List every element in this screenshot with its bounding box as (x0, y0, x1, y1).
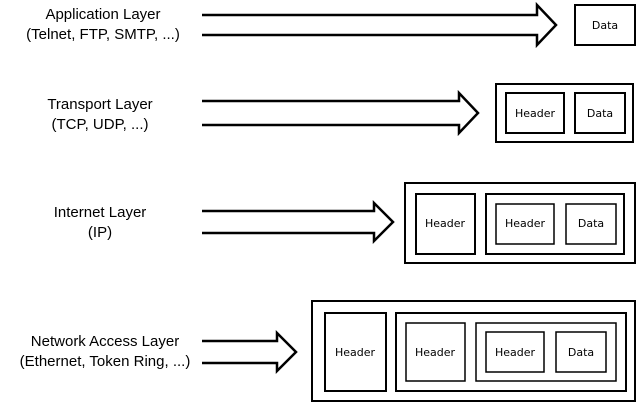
layer-network-access: Network Access Layer (Ethernet, Token Ri… (20, 300, 636, 402)
network-transport-header-box (485, 331, 545, 373)
network-ip-header-box (405, 322, 466, 382)
network-frame-outer (311, 300, 636, 402)
layer-application: Application Layer (Telnet, FTP, SMTP, ..… (26, 1, 636, 49)
arrow-transport (202, 89, 480, 137)
transport-data-label: Data (587, 107, 613, 120)
network-header-label: Header (335, 346, 376, 359)
internet-datagram-outer (404, 182, 636, 264)
internet-data-box (565, 203, 617, 245)
layer-network-access-name: Network Access Layer (31, 333, 179, 350)
layer-application-name: Application Layer (45, 6, 160, 23)
layer-application-protocols: (Telnet, FTP, SMTP, ...) (26, 26, 180, 43)
transport-header-box (505, 92, 565, 134)
application-data-box (574, 4, 636, 46)
internet-inner-header-label: Header (505, 217, 546, 230)
network-segment-box (475, 322, 617, 382)
network-ip-header-label: Header (415, 346, 456, 359)
application-data-label: Data (592, 19, 618, 32)
layer-transport-name: Transport Layer (47, 96, 152, 113)
internet-segment-box (485, 193, 625, 255)
arrow-network-access (202, 329, 298, 375)
internet-header-box (415, 193, 476, 255)
internet-data-label: Data (578, 217, 604, 230)
layer-internet: Internet Layer (IP) Header Header Data (54, 182, 636, 264)
network-header-box (324, 312, 387, 392)
layer-transport: Transport Layer (TCP, UDP, ...) Header D… (47, 83, 634, 143)
internet-header-label: Header (425, 217, 466, 230)
arrow-internet (202, 199, 395, 245)
internet-inner-header-box (495, 203, 555, 245)
transport-data-box (574, 92, 626, 134)
layer-internet-name: Internet Layer (54, 204, 147, 221)
transport-header-label: Header (515, 107, 556, 120)
layer-network-access-protocols: (Ethernet, Token Ring, ...) (20, 353, 191, 370)
arrow-application (202, 1, 558, 49)
network-transport-header-label: Header (495, 346, 536, 359)
transport-segment-outer (495, 83, 634, 143)
network-data-label: Data (568, 346, 594, 359)
layer-internet-protocols: (IP) (88, 224, 112, 241)
layer-transport-protocols: (TCP, UDP, ...) (52, 116, 149, 133)
network-datagram-box (395, 312, 627, 392)
network-data-box (555, 331, 607, 373)
